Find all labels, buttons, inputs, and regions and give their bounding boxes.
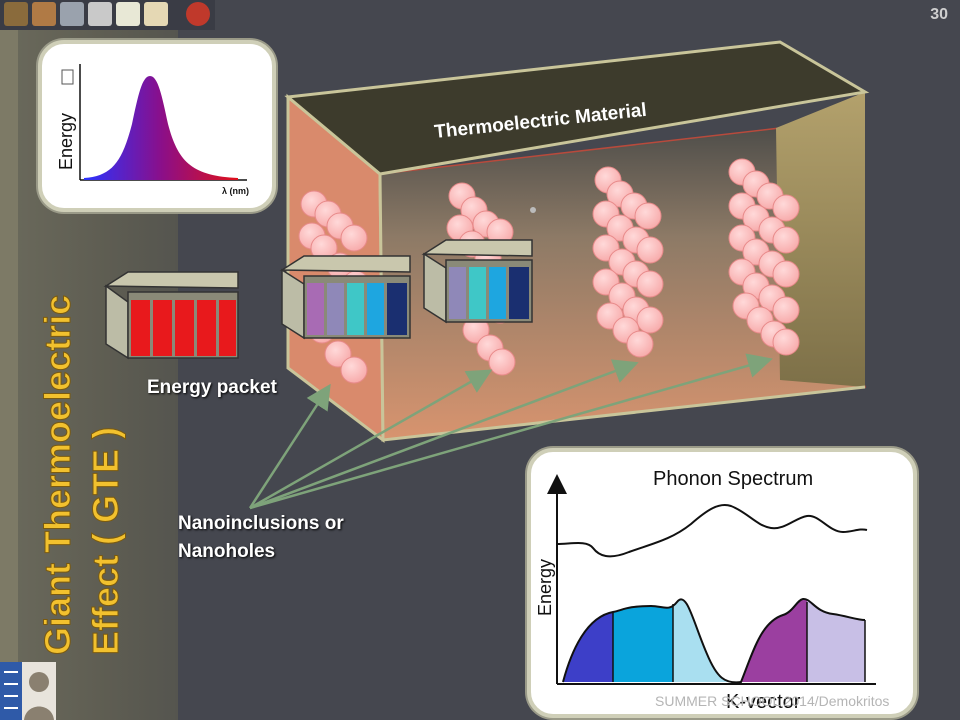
emission-spectrum-plot: Energy λ (nm) bbox=[56, 64, 249, 196]
nanoinclusion-arrows bbox=[248, 353, 773, 510]
phonon-y-label: Energy bbox=[535, 559, 555, 616]
energy-packet-label: Energy packet bbox=[147, 377, 277, 398]
thumbnail-image[interactable] bbox=[88, 2, 112, 26]
nanoinclusion-column-3 bbox=[592, 166, 664, 358]
thumbnail-image[interactable] bbox=[144, 2, 168, 26]
box-top-face bbox=[284, 40, 870, 176]
optical-branch-line bbox=[556, 504, 868, 558]
energy-packet-red bbox=[103, 271, 239, 360]
energy-packet-mixed bbox=[279, 255, 411, 340]
vertical-title: Giant Thermoelectric Effect ( GTE ) bbox=[37, 294, 127, 655]
footer-text: SUMMER SCHOOL 2014/Demokritos bbox=[655, 693, 890, 709]
thumbnail-image[interactable] bbox=[186, 2, 210, 26]
phonon-title: Phonon Spectrum bbox=[653, 468, 813, 490]
emission-spectrum-inset: Energy λ (nm) bbox=[38, 40, 276, 212]
nanoinclusion-column-4 bbox=[728, 158, 800, 356]
nanoinclusions-label-line1: Nanoinclusions or bbox=[178, 513, 344, 534]
title-line-2: Effect ( GTE ) bbox=[85, 427, 126, 655]
thumbnail-image[interactable] bbox=[32, 2, 56, 26]
institution-logo bbox=[0, 662, 56, 720]
phonon-spectrum-inset: Phonon Spectrum Energy K-vector bbox=[527, 448, 917, 718]
title-line-1: Giant Thermoelectric bbox=[37, 295, 78, 655]
thumbnail-image[interactable] bbox=[60, 2, 84, 26]
energy-packet-blue bbox=[421, 239, 533, 324]
slide-number: 30 bbox=[930, 6, 948, 23]
thumbnail-image[interactable] bbox=[4, 2, 28, 26]
phonon-spectrum-plot: Phonon Spectrum Energy K-vector bbox=[535, 468, 876, 713]
spectrum-y-label: Energy bbox=[56, 113, 76, 170]
nanoinclusions-label-line2: Nanoholes bbox=[178, 541, 276, 562]
spectrum-x-label: λ (nm) bbox=[222, 186, 249, 196]
thumbnail-image[interactable] bbox=[116, 2, 140, 26]
sidebar-stripe bbox=[0, 30, 18, 720]
thumbnail-strip bbox=[0, 0, 215, 30]
phonon-x-label: K-vector bbox=[726, 691, 801, 713]
